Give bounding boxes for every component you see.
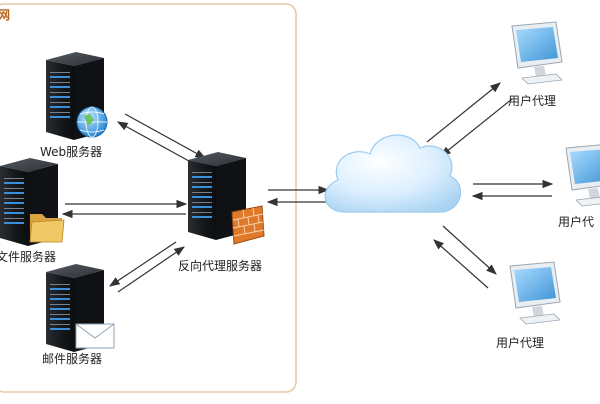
web-server-label: Web服务器 [40,145,103,159]
arrow-client1-to-cloud [440,98,513,157]
arrow-cloud-to-client1 [426,82,501,143]
connection-arrows [61,82,554,293]
client-label: 用户代 [558,215,595,229]
cloud-icon [324,134,462,213]
envelope-icon [75,323,115,349]
client-1 [511,21,563,85]
web-server [46,52,108,140]
proxy-server-label: 反向代理服务器 [178,259,263,273]
client-label: 用户代理 [496,336,545,350]
file-server [0,158,65,246]
file-server-label: 文件服务器 [0,250,57,264]
mail-server-label: 邮件服务器 [42,352,103,366]
globe-icon [76,106,108,138]
client-3 [509,261,561,325]
arrow-mail-to-proxy [117,246,185,293]
folder-icon [29,214,65,243]
monitor-icon [565,143,600,207]
reverse-proxy-server [188,152,265,245]
monitor-icon [511,21,563,85]
client-label: 用户代理 [508,94,557,108]
firewall-icon [231,205,265,245]
arrow-proxy-to-mail [109,241,177,287]
arrow-web-to-proxy [124,113,207,159]
network-boundary [0,3,297,393]
monitor-icon [509,261,561,325]
client-2 [565,143,600,207]
network-label: 网 [0,8,11,22]
arrow-proxy-to-web [116,121,199,167]
arrow-cloud-to-client3 [442,225,497,275]
arrow-client3-to-cloud [433,239,489,289]
mail-server [46,264,115,352]
